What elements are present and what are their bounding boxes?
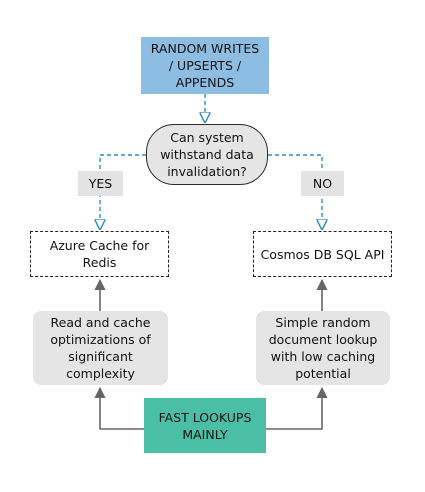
connector-decision-to-azure (100, 154, 146, 229)
node-cosmos-db: Cosmos DB SQL API (253, 231, 392, 277)
label-yes-text: YES (88, 176, 113, 191)
label-yes: YES (78, 171, 123, 196)
connector-fast-to-readcache (94, 386, 144, 430)
label-no: NO (301, 171, 344, 196)
connector-fast-to-simple (266, 386, 328, 430)
node-azure-cache: Azure Cache for Redis (30, 231, 169, 277)
node-fast-lookups-label: FAST LOOKUPS MAINLY (158, 409, 252, 442)
label-no-text: NO (312, 176, 333, 191)
node-read-cache-label: Read and cache optimizations of signific… (50, 315, 151, 381)
node-cosmos-db-label: Cosmos DB SQL API (260, 246, 385, 262)
node-random-writes: RANDOM WRITES / UPSERTS / APPENDS (141, 37, 269, 94)
node-decision: Can system withstand data invalidation? (146, 124, 268, 185)
node-fast-lookups: FAST LOOKUPS MAINLY (144, 398, 266, 453)
node-decision-label: Can system withstand data invalidation? (160, 130, 254, 179)
node-simple-lookup-label: Simple random document lookup with low c… (268, 315, 378, 381)
connector-decision-to-cosmos (268, 154, 322, 229)
node-azure-cache-label: Azure Cache for Redis (49, 238, 150, 270)
node-read-cache: Read and cache optimizations of signific… (33, 311, 168, 385)
node-random-writes-label: RANDOM WRITES / UPSERTS / APPENDS (150, 41, 260, 90)
node-simple-lookup: Simple random document lookup with low c… (256, 311, 390, 385)
